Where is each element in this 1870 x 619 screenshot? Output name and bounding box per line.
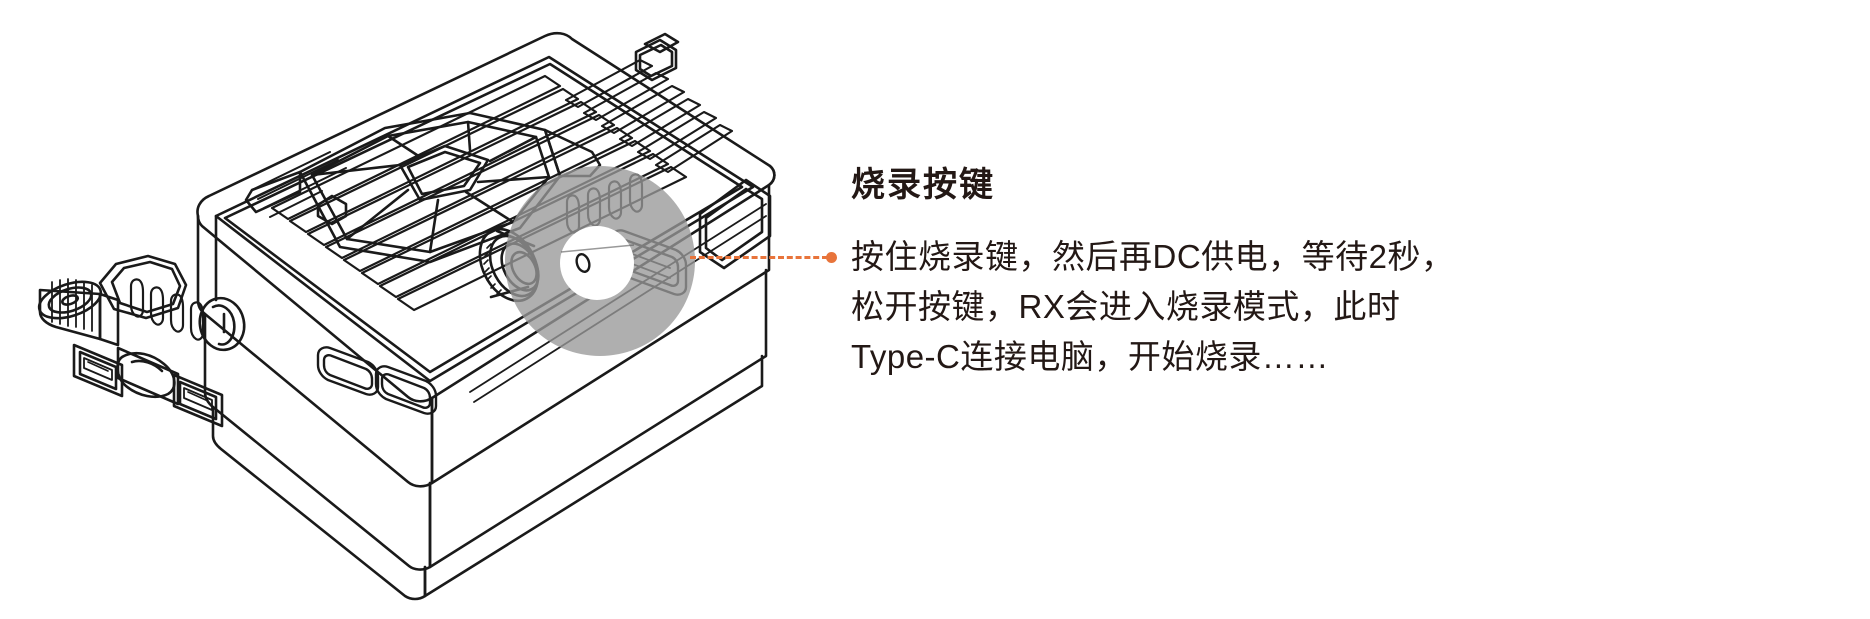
callout-dot [826, 252, 837, 263]
device-illustration [0, 0, 900, 619]
annotation-line-1: 按住烧录键，然后再DC供电，等待2秒， [851, 237, 1455, 275]
burn-button-magnifier [505, 166, 695, 356]
annotation-block: 烧录按键 按住烧录键，然后再DC供电，等待2秒， 松开按键，RX会进入烧录模式，… [851, 165, 1861, 382]
annotation-line-3: Type-C连接电脑，开始烧录…… [851, 338, 1329, 376]
annotation-line-2: 松开按键，RX会进入烧录模式，此时 [851, 287, 1401, 325]
callout-dashed-line [690, 256, 828, 259]
callout-leader [690, 252, 850, 264]
annotation-heading: 烧录按键 [851, 166, 995, 204]
